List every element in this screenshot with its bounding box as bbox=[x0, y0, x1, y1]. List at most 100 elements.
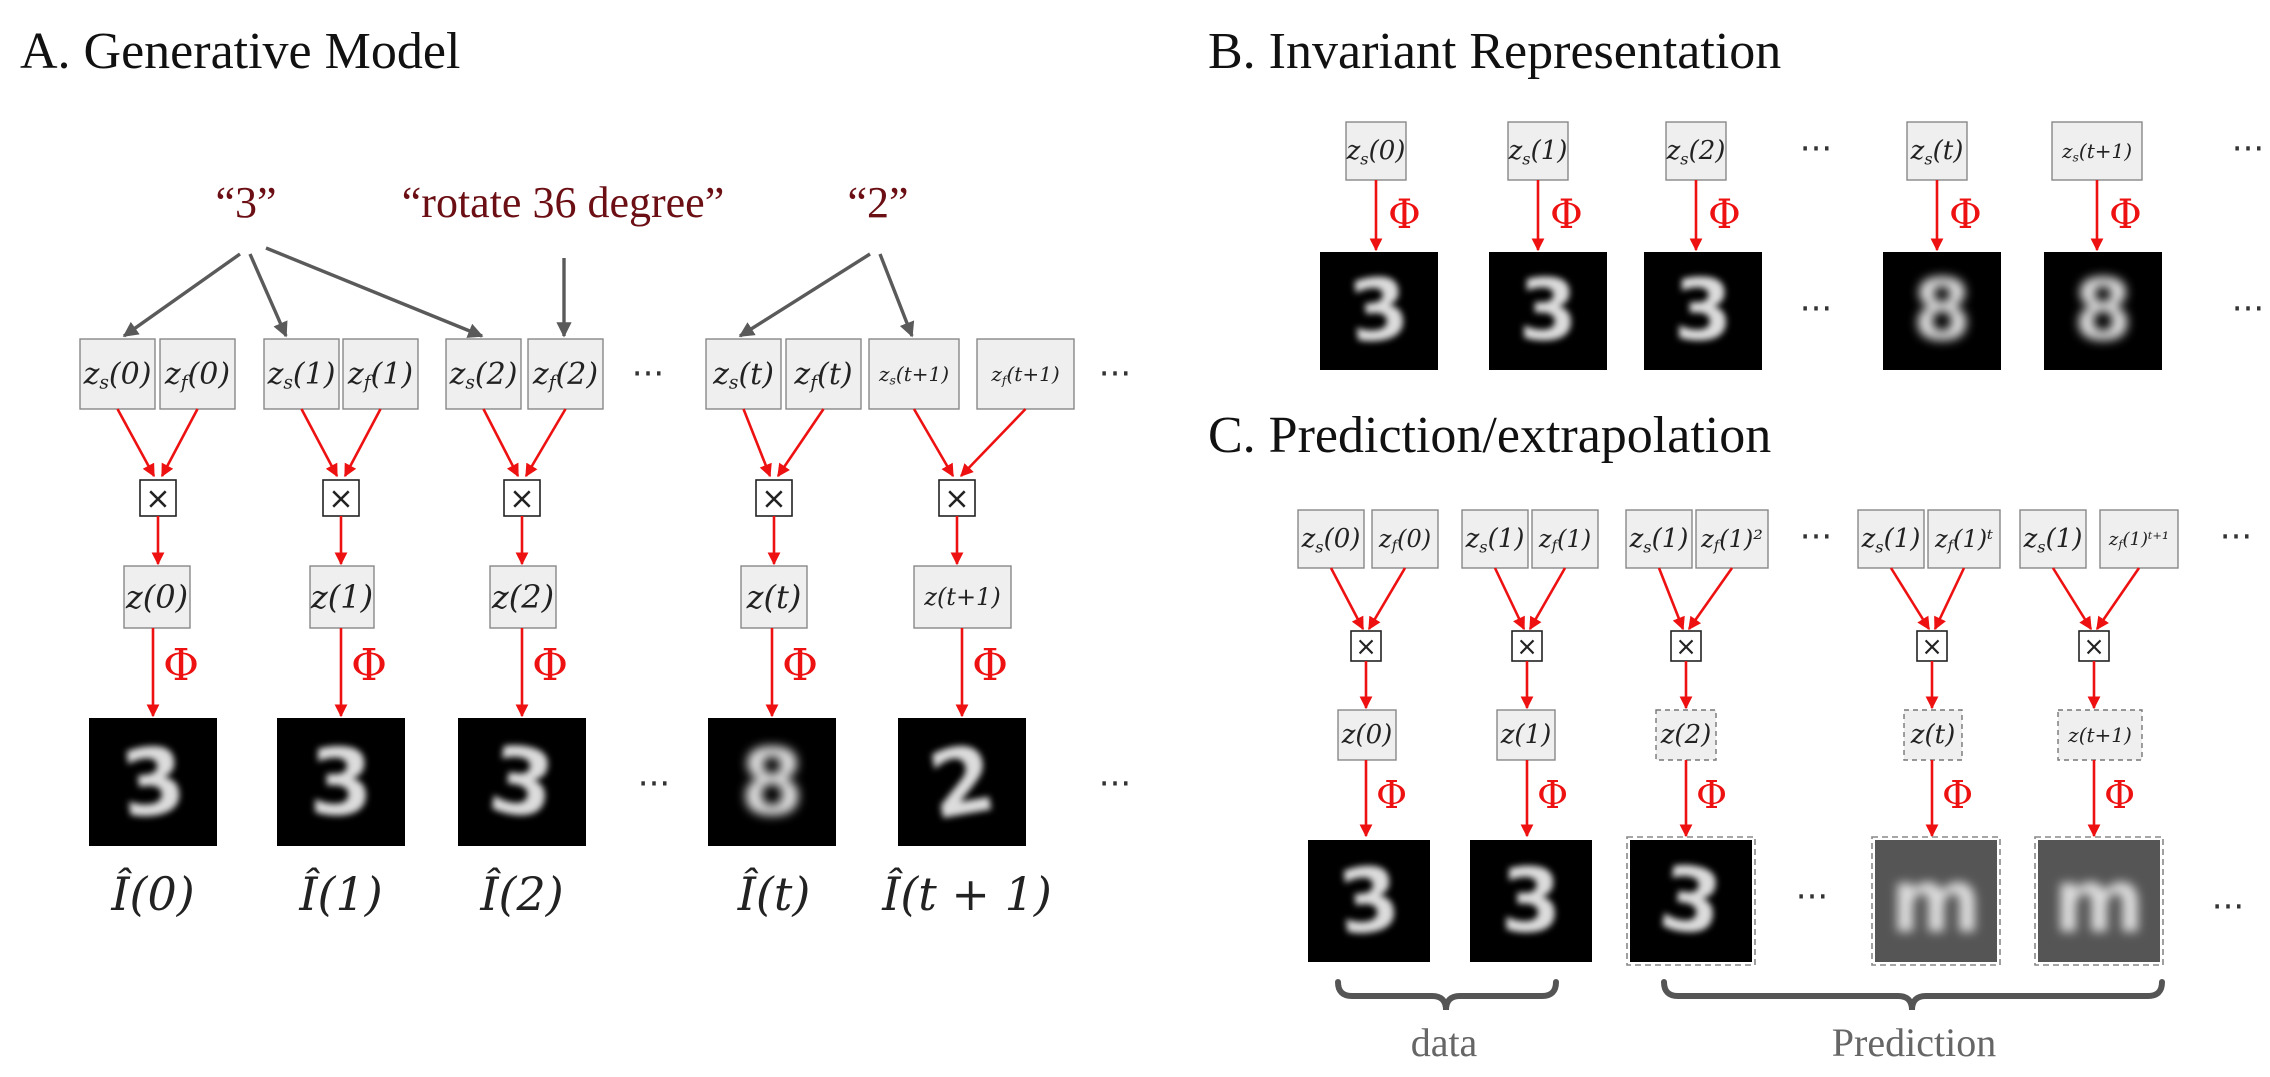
zs-label: zs(1) bbox=[1629, 524, 1689, 556]
ellipsis-b-top: ··· bbox=[1800, 129, 1832, 169]
image-label: Î(1) bbox=[298, 866, 382, 921]
digit-image: 3 bbox=[277, 718, 405, 846]
column-b-3: zs(t)Φ8 bbox=[1883, 121, 2001, 370]
ellipsis-b-images-end: ··· bbox=[2232, 289, 2264, 329]
multiply-symbol: × bbox=[944, 482, 970, 517]
arrow-zf-to-mult bbox=[1367, 567, 1407, 631]
phi-symbol: Φ bbox=[163, 640, 199, 691]
z-box bbox=[2057, 709, 2143, 761]
mult-box: × bbox=[503, 479, 541, 517]
multiply-symbol: × bbox=[1516, 632, 1537, 662]
z-label: z(0) bbox=[125, 578, 188, 616]
digit-glyph: 3 bbox=[1673, 262, 1732, 361]
zf-box bbox=[342, 338, 419, 410]
column-c-0: zs(0)zf(0)×z(0)Φ3 bbox=[1297, 509, 1439, 962]
zs-label: zs(1) bbox=[267, 357, 336, 393]
zf-box bbox=[1531, 509, 1599, 569]
digit-image: 3 bbox=[1489, 252, 1607, 370]
zs-label: zs(0) bbox=[1301, 524, 1361, 556]
digit-glyph: 8 bbox=[1912, 262, 1971, 361]
digit-glyph: 3 bbox=[1333, 847, 1405, 956]
mult-box: × bbox=[2078, 630, 2110, 662]
digit-image: m bbox=[1871, 836, 2001, 966]
zs-label: zs(1) bbox=[2023, 524, 2083, 556]
zs-label: zs(t+1) bbox=[878, 362, 949, 387]
image-label: Î(t) bbox=[737, 866, 811, 921]
panel-a-columns: zs(0)zf(0)×z(0)Φ3Î(0)zs(1)zf(1)×z(1)Φ3Î(… bbox=[79, 338, 1075, 921]
image-label: Î(2) bbox=[479, 866, 563, 921]
phi-symbol: Φ bbox=[2109, 192, 2142, 238]
digit-glyph: 3 bbox=[115, 725, 190, 839]
digit-glyph: 8 bbox=[740, 728, 804, 836]
digit-image: 8 bbox=[708, 718, 836, 846]
multiply-symbol: × bbox=[761, 482, 787, 517]
multiply-symbol: × bbox=[1921, 632, 1942, 662]
zf-box bbox=[2099, 509, 2179, 569]
zs-label: zs(2) bbox=[449, 357, 518, 393]
column-a-2: zs(2)zf(2)×z(2)Φ3Î(2) bbox=[445, 338, 604, 921]
multiply-symbol: × bbox=[509, 482, 535, 517]
ellipsis-b-top-end: ··· bbox=[2232, 129, 2264, 169]
ellipsis-a-top: ··· bbox=[632, 354, 664, 394]
panel-c-columns: zs(0)zf(0)×z(0)Φ3zs(1)zf(1)×z(1)Φ3zs(1)z… bbox=[1297, 509, 2179, 966]
zf-box bbox=[527, 338, 604, 410]
digit-image: 3 bbox=[1644, 252, 1762, 370]
arrow-zs-to-mult bbox=[116, 408, 156, 478]
digit-image: 3 bbox=[1626, 836, 1756, 966]
arrow-2-to-zst bbox=[738, 252, 871, 338]
mult-box: × bbox=[139, 479, 177, 517]
z-label: z(1) bbox=[310, 578, 373, 616]
column-b-4: zs(t+1)Φ8 bbox=[2044, 121, 2162, 370]
image-label: Î(t + 1) bbox=[881, 866, 1052, 921]
mult-box: × bbox=[1350, 630, 1382, 662]
arrow-3-to-zs0 bbox=[122, 252, 241, 338]
phi-symbol: Φ bbox=[972, 640, 1008, 691]
digit-image: m bbox=[2034, 836, 2164, 966]
z-label: z(0) bbox=[1341, 720, 1393, 750]
mult-box: × bbox=[322, 479, 360, 517]
multiply-symbol: × bbox=[145, 482, 171, 517]
arrow-zf-to-mult bbox=[524, 408, 567, 478]
zs-box bbox=[1625, 509, 1693, 569]
zs-label: zs(1) bbox=[1508, 136, 1568, 168]
z-box bbox=[1496, 709, 1556, 761]
arrow-zs-to-mult bbox=[2051, 567, 2093, 631]
quote-digit-2: “2” bbox=[847, 178, 908, 227]
arrow-zf-to-mult bbox=[160, 408, 199, 478]
zf-label: zf(t+1) bbox=[990, 362, 1059, 387]
zf-label: zf(t) bbox=[793, 357, 852, 393]
zf-label: zf(0) bbox=[1378, 525, 1431, 555]
arrow-zs-to-mult bbox=[1657, 567, 1685, 631]
zf-label: zf(0) bbox=[164, 357, 230, 393]
column-a-1: zs(1)zf(1)×z(1)Φ3Î(1) bbox=[263, 338, 419, 921]
zf-box bbox=[785, 338, 862, 410]
z-label: z(t) bbox=[1910, 720, 1955, 750]
zs-box bbox=[445, 338, 522, 410]
zf-box bbox=[976, 338, 1075, 410]
panel-a-title: A. Generative Model bbox=[20, 23, 460, 80]
column-b-1: zs(1)Φ3 bbox=[1489, 121, 1607, 370]
mult-box: × bbox=[1511, 630, 1543, 662]
ellipsis-c-images-end: ··· bbox=[2212, 887, 2244, 927]
digit-image: 3 bbox=[89, 718, 217, 846]
zf-box bbox=[159, 338, 236, 410]
column-a-4: zs(t+1)zf(t+1)×z(t+1)Φ2Î(t + 1) bbox=[868, 338, 1075, 921]
digit-glyph: 3 bbox=[483, 724, 562, 840]
panel-b-title: B. Invariant Representation bbox=[1208, 23, 1781, 80]
zs-label: zs(t) bbox=[712, 357, 774, 393]
zf-label: zf(1) bbox=[347, 357, 413, 393]
column-a-3: zs(t)zf(t)×z(t)Φ8Î(t) bbox=[705, 338, 862, 921]
brace-prediction bbox=[1661, 979, 2165, 1011]
phi-symbol: Φ bbox=[1949, 192, 1982, 238]
arrow-zf-to-mult bbox=[343, 408, 382, 478]
arrow-3-to-zs2 bbox=[265, 246, 484, 338]
phi-symbol: Φ bbox=[782, 640, 818, 691]
phi-symbol: Φ bbox=[2104, 773, 2135, 817]
ellipsis-c-images: ··· bbox=[1796, 877, 1828, 917]
quote-rotate: “rotate 36 degree” bbox=[402, 178, 724, 227]
column-a-0: zs(0)zf(0)×z(0)Φ3Î(0) bbox=[79, 338, 236, 921]
column-c-3: zs(1)zf(1)ᵗ×z(t)Φm bbox=[1857, 509, 2001, 966]
